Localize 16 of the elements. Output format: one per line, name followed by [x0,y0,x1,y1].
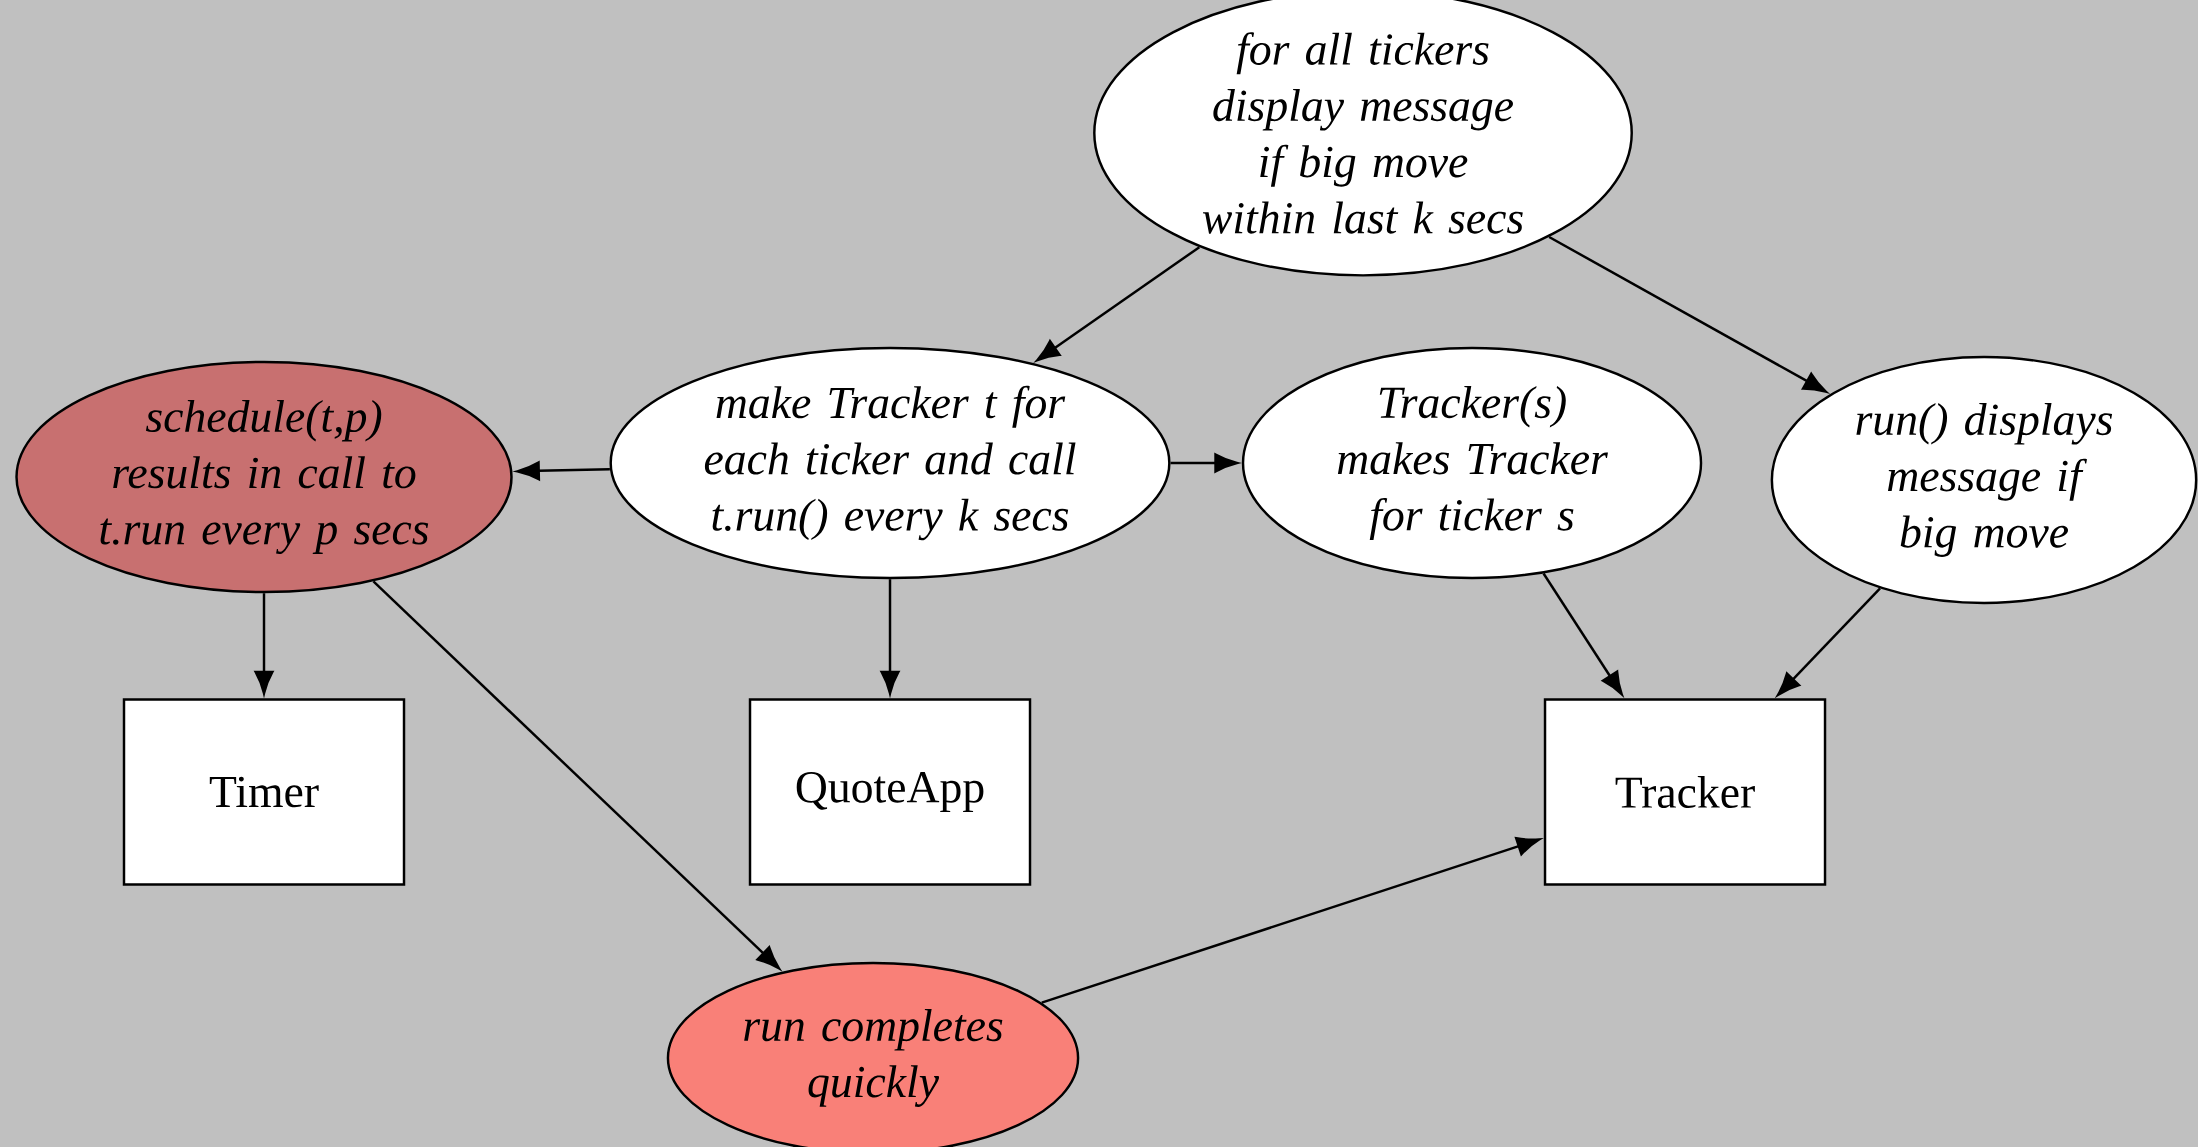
arrow [372,580,780,970]
arrow [1041,837,1541,1004]
arrow [1036,246,1201,362]
arrow [254,593,274,695]
ellipse-node: schedule(t,p) results in call to t.run every p secs [15,360,513,594]
class-box: Timer [122,698,406,886]
ellipse-node: make Tracker t for each ticker and call t.run() every k secs [609,346,1171,580]
ellipse-node: run completes quickly [666,961,1080,1147]
class-box: Tracker [1543,698,1827,886]
ellipse-node: run() displays message if big move [1770,355,2198,605]
arrow [1542,572,1623,696]
arrow [1777,587,1881,696]
ellipse-node: Tracker(s) makes Tracker for ticker s [1241,346,1703,580]
class-box: QuoteApp [748,698,1032,886]
arrow [1170,453,1239,473]
arrow [880,579,900,695]
